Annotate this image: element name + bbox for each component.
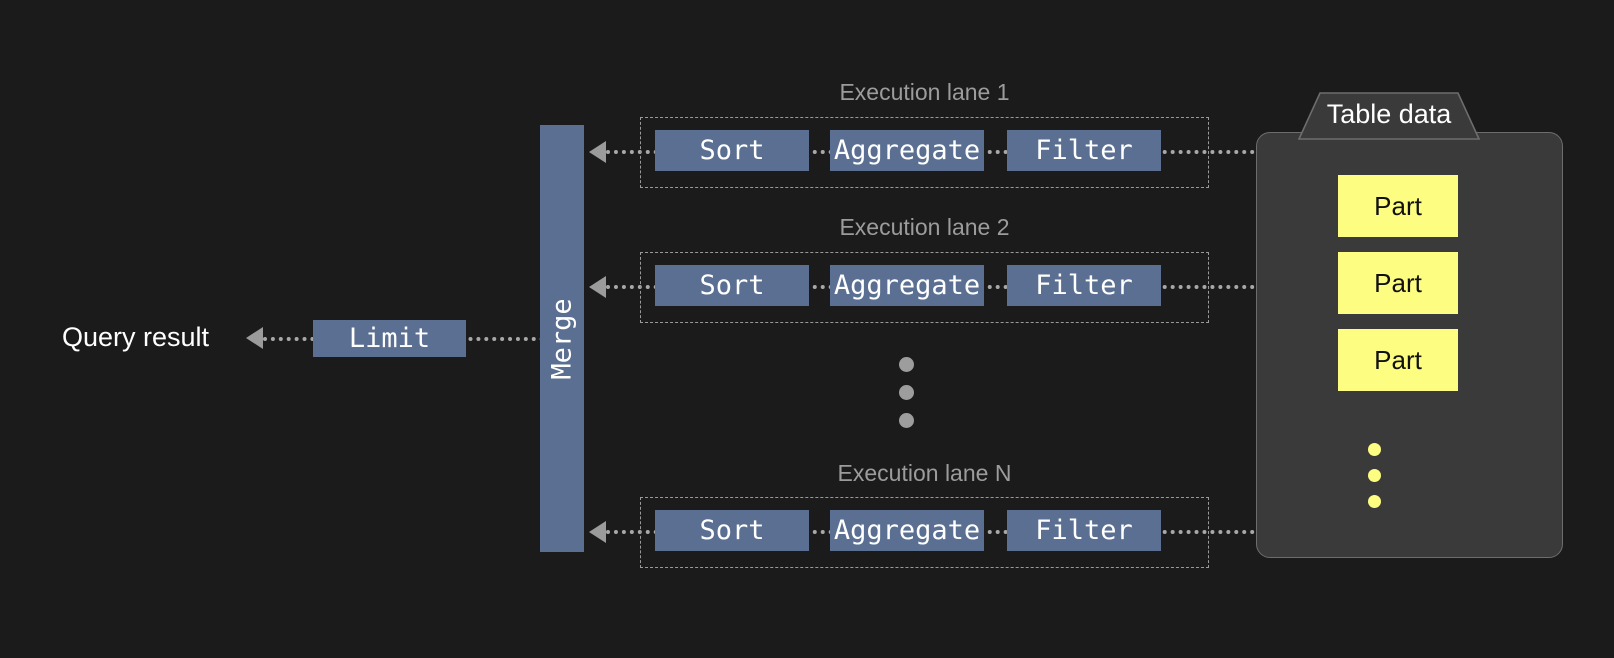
lane-title-2: Execution lane 2 (839, 214, 1010, 240)
table-data-tab-shape (1298, 92, 1480, 140)
lane-2-stage-aggregate[interactable]: Aggregate (830, 265, 984, 306)
operator-merge[interactable]: Merge (540, 125, 584, 552)
ellipsis-dot (1368, 443, 1381, 456)
lane-2-stage-sort[interactable]: Sort (655, 265, 809, 306)
lane-n-stage-aggregate[interactable]: Aggregate (830, 510, 984, 551)
query-result-label: Query result (62, 322, 210, 352)
lane-1-stage-aggregate[interactable]: Aggregate (830, 130, 984, 171)
execution-lane-n (640, 497, 1209, 568)
ellipsis-dot (899, 385, 914, 400)
arrow-lane-n-to-merge-icon (589, 521, 606, 543)
operator-limit[interactable]: Limit (313, 320, 466, 357)
lane-title-n: Execution lane N (837, 460, 1012, 486)
arrow-to-query-result-icon (246, 327, 263, 349)
execution-lane-2 (640, 252, 1209, 323)
arrow-lane-2-to-merge-icon (589, 276, 606, 298)
lane-n-stage-filter[interactable]: Filter (1007, 510, 1161, 551)
merge-label: Merge (546, 297, 578, 380)
lane-ellipsis (899, 357, 915, 441)
arrow-lane-1-to-merge-icon (589, 141, 606, 163)
ellipsis-dot (1368, 495, 1381, 508)
part-block[interactable]: Part (1338, 329, 1458, 391)
table-data-label: Table data (1326, 99, 1452, 129)
lane-1-stage-sort[interactable]: Sort (655, 130, 809, 171)
part-ellipsis (1368, 443, 1381, 521)
lane-title-1: Execution lane 1 (839, 79, 1010, 105)
lane-2-stage-filter[interactable]: Filter (1007, 265, 1161, 306)
part-block[interactable]: Part (1338, 252, 1458, 314)
ellipsis-dot (1368, 469, 1381, 482)
part-block[interactable]: Part (1338, 175, 1458, 237)
lane-1-stage-filter[interactable]: Filter (1007, 130, 1161, 171)
execution-lane-1 (640, 117, 1209, 188)
ellipsis-dot (899, 357, 914, 372)
lane-n-stage-sort[interactable]: Sort (655, 510, 809, 551)
ellipsis-dot (899, 413, 914, 428)
